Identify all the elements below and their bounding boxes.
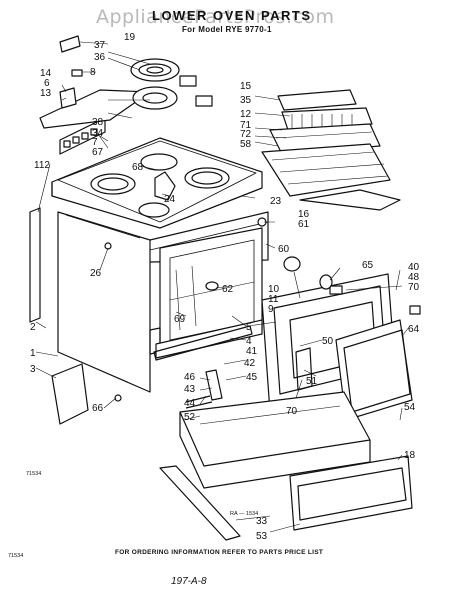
callout-11: 11: [268, 294, 279, 305]
callout-4: 4: [246, 336, 252, 347]
callout-52: 52: [184, 412, 196, 423]
callout-23: 23: [270, 196, 282, 207]
callout-12: 12: [240, 109, 252, 120]
callout-6: 6: [44, 78, 50, 89]
callout-62: 62: [222, 284, 234, 295]
ordering-notice: FOR ORDERING INFORMATION REFER TO PARTS …: [115, 549, 324, 556]
callout-18: 18: [404, 450, 416, 461]
callout-14: 14: [40, 68, 52, 79]
callout-7: 7: [92, 137, 98, 148]
callout-5: 5: [246, 322, 252, 333]
callout-3: 3: [30, 364, 36, 375]
callout-33: 33: [256, 516, 268, 527]
oven-door: [261, 273, 413, 421]
callout-112: 112: [34, 160, 50, 171]
callout-70b: 70: [286, 406, 298, 417]
callout-35: 35: [240, 95, 252, 106]
callout-37: 37: [94, 40, 106, 51]
callout-66: 66: [92, 403, 104, 414]
callout-48: 48: [408, 272, 420, 283]
callout-38: 38: [92, 117, 104, 128]
left-code: 71534: [8, 553, 24, 559]
rear-bracket: [39, 89, 151, 129]
diagram-code: RA — 1534: [230, 511, 259, 517]
side-code: 71534: [26, 471, 42, 477]
callout-72: 72: [240, 129, 252, 140]
callout-71: 71: [240, 120, 252, 131]
page-code: 197-A-8: [171, 576, 207, 587]
page-title: LOWER OVEN PARTS: [152, 8, 312, 23]
callout-8: 8: [90, 67, 96, 78]
callout-34: 34: [92, 128, 104, 139]
surface-burner: [130, 58, 213, 110]
callout-24: 24: [164, 194, 176, 205]
callout-53: 53: [256, 531, 268, 542]
callout-2: 2: [30, 322, 36, 333]
callout-1: 1: [30, 348, 36, 359]
callout-43: 43: [184, 384, 196, 395]
model-number: For Model RYE 9770-1: [182, 25, 272, 34]
callout-42: 42: [244, 358, 256, 369]
callout-51: 51: [306, 376, 318, 387]
callout-45: 45: [246, 372, 258, 383]
callout-50: 50: [322, 336, 334, 347]
control-panel: [59, 117, 106, 155]
storage-drawer: [159, 391, 413, 541]
callout-13: 13: [40, 88, 52, 99]
watermark: AppliancePartsPros.com: [96, 6, 335, 28]
callout-60: 60: [278, 244, 290, 255]
callout-labels: 19 37 36 8 14 6 13 15 35 12 71 72 58 38 …: [30, 32, 420, 542]
callout-68: 68: [132, 162, 144, 173]
callout-67: 67: [92, 147, 104, 158]
callout-70: 70: [408, 282, 420, 293]
callout-69: 69: [174, 314, 186, 325]
callout-15: 15: [240, 81, 252, 92]
cooktop: [51, 137, 263, 229]
callout-19: 19: [124, 32, 136, 43]
callout-44: 44: [184, 398, 196, 409]
callout-58: 58: [240, 139, 252, 150]
callout-46: 46: [184, 372, 196, 383]
callout-10: 10: [268, 284, 280, 295]
oven-racks: [261, 89, 401, 211]
callout-26: 26: [90, 268, 102, 279]
callout-64: 64: [408, 324, 420, 335]
callout-9: 9: [268, 304, 274, 315]
callout-16: 16: [298, 209, 310, 220]
callout-36: 36: [94, 52, 106, 63]
callout-54: 54: [404, 402, 416, 413]
callout-40: 40: [408, 262, 420, 273]
callout-41: 41: [246, 346, 258, 357]
callout-65: 65: [362, 260, 374, 271]
cabinet-body: [29, 207, 269, 393]
callout-61: 61: [298, 219, 310, 230]
